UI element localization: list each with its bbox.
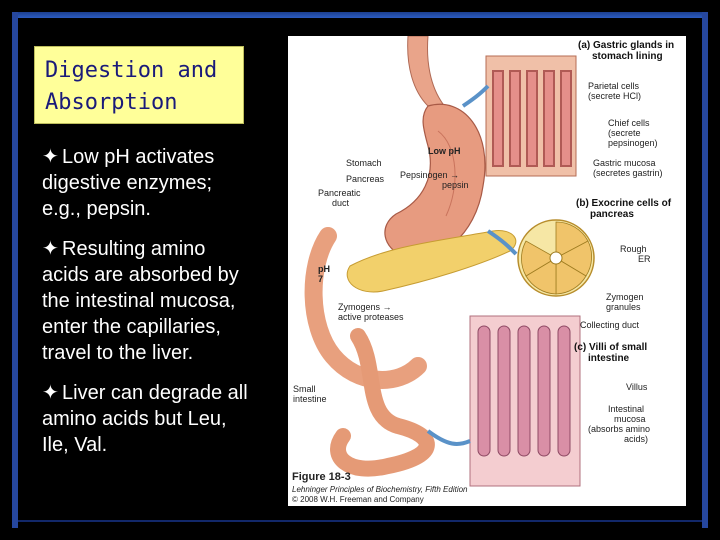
zymogens-label: Zymogens → active proteases <box>338 302 404 322</box>
frame-right-bar <box>702 12 708 528</box>
panel-b-label: (b) Exocrine cells of pancreas <box>576 198 672 220</box>
stomach-label: Stomach <box>346 158 382 168</box>
bullet-list: ✦Low pH activates digestive enzymes; e.g… <box>42 144 292 472</box>
bullet-line: enter the capillaries, <box>42 316 221 338</box>
pancreas-label: Pancreas <box>346 174 385 184</box>
bullet-line: the intestinal mucosa, <box>42 290 236 312</box>
title-line-2: Absorption <box>45 90 178 115</box>
low-ph-label: Low pH <box>428 146 461 156</box>
small-intestine-label: Small intestine <box>293 384 327 404</box>
pancreatic-duct-label: Pancreatic duct <box>318 188 361 208</box>
rough-er-label: Rough ER <box>620 244 651 264</box>
gastric-mucosa-label: Gastric mucosa (secretes gastrin) <box>593 158 663 178</box>
parietal-cells-label: Parietal cells (secrete HCl) <box>588 81 642 101</box>
ph-7-label: pH 7 <box>318 264 330 284</box>
bullet-line: travel to the liver. <box>42 342 194 364</box>
anatomy-illustration <box>304 36 595 487</box>
bullet-line: ✦Resulting amino <box>42 238 206 260</box>
figure-book-credit: Lehninger Principles of Biochemistry, Fi… <box>292 485 468 494</box>
chief-cells-label: Chief cells (secrete pepsinogen) <box>608 118 658 148</box>
bullet-line: e.g., pepsin. <box>42 198 151 220</box>
sparkle-bullet-icon: ✦ <box>42 382 59 404</box>
digestive-system-figure: (a) Gastric glands in stomach lining Par… <box>288 36 686 506</box>
title-line-1: Digestion and <box>45 58 218 83</box>
villus-label: Villus <box>626 382 648 392</box>
frame-bottom-bar <box>18 520 702 522</box>
frame-left-bar <box>12 12 18 528</box>
bullet-item: ✦Low pH activates digestive enzymes; e.g… <box>42 144 292 222</box>
bullet-line: ✦Low pH activates <box>42 146 215 168</box>
figure-copyright: © 2008 W.H. Freeman and Company <box>292 495 424 504</box>
sparkle-bullet-icon: ✦ <box>42 146 59 168</box>
sparkle-bullet-icon: ✦ <box>42 238 59 260</box>
figure-caption: Figure 18-3 <box>292 471 351 483</box>
frame-top-bar <box>12 12 708 18</box>
pepsinogen-label: Pepsinogen → pepsin <box>400 170 469 190</box>
bullet-line: ✦Liver can degrade all <box>42 382 248 404</box>
slide-title: Digestion and Absorption <box>34 46 244 124</box>
bullet-line: digestive enzymes; <box>42 172 213 194</box>
collecting-duct-label: Collecting duct <box>580 320 640 330</box>
panel-c-label: (c) Villi of small intestine <box>574 342 648 364</box>
bullet-line: acids are absorbed by <box>42 264 239 286</box>
zymogen-granules-label: Zymogen granules <box>606 292 644 312</box>
bullet-line: amino acids but Leu, <box>42 408 227 430</box>
bullet-line: Ile, Val. <box>42 434 108 456</box>
bullet-item: ✦Resulting amino acids are absorbed by t… <box>42 236 292 366</box>
intestinal-mucosa-label: Intestinal mucosa (absorbs amino acids) <box>588 404 651 444</box>
bullet-item: ✦Liver can degrade all amino acids but L… <box>42 380 292 458</box>
panel-a-label: (a) Gastric glands in stomach lining <box>578 40 675 62</box>
